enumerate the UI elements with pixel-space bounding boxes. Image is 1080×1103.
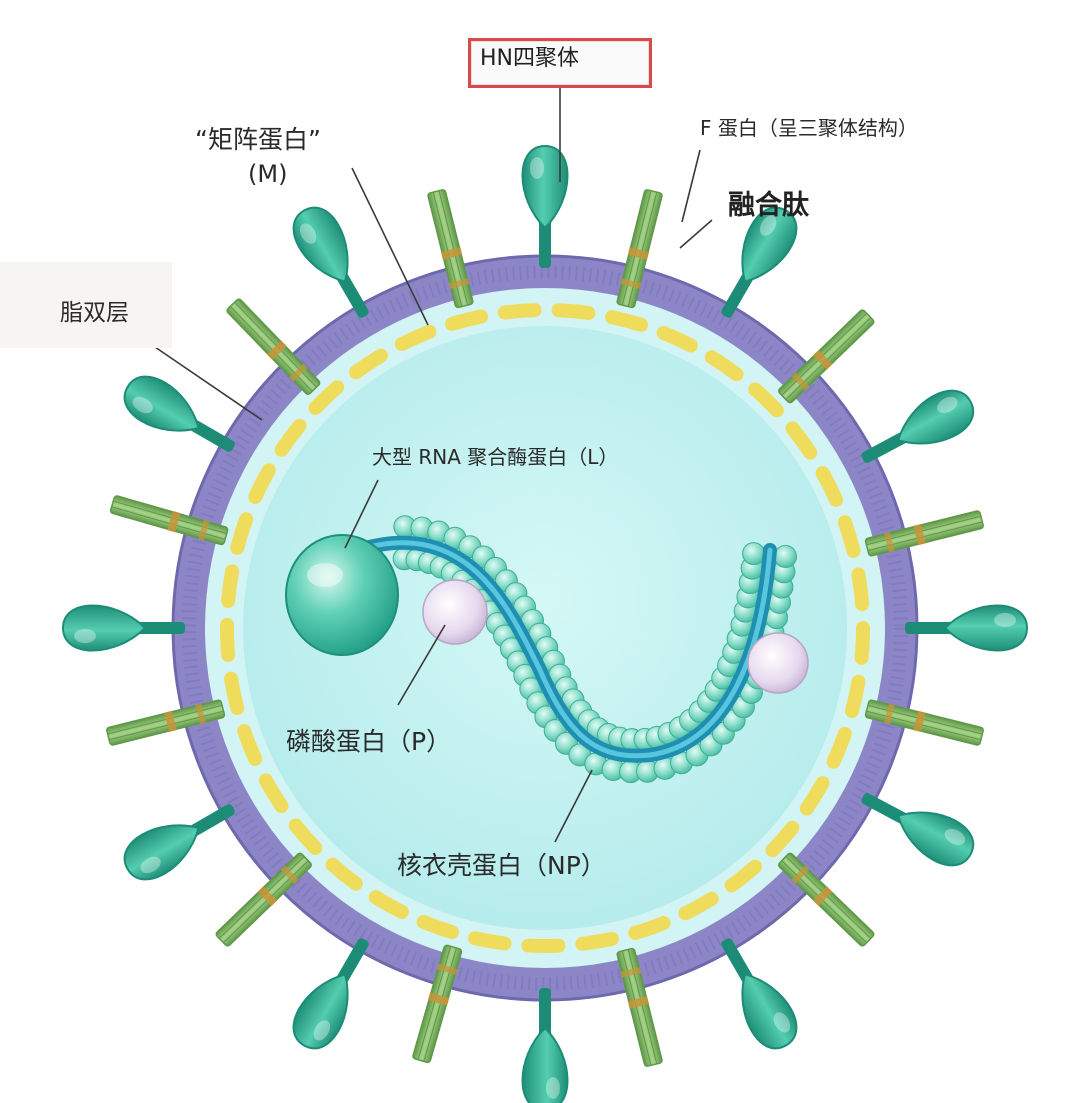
leader-fusion xyxy=(679,219,713,249)
f-spike-icon xyxy=(109,495,229,546)
hn-spike-icon xyxy=(292,938,369,1050)
f-protein-label: F 蛋白（呈三聚体结构） xyxy=(700,116,918,140)
f-spike-icon xyxy=(778,309,875,404)
hn-spike-icon xyxy=(521,144,569,268)
leader-p xyxy=(397,624,446,706)
nucleocapsid-bead xyxy=(773,544,797,568)
f-spike-icon xyxy=(616,947,663,1067)
leader-f xyxy=(681,149,701,223)
l-protein-label: 大型 RNA 聚合酶蛋白（L） xyxy=(372,445,619,469)
lipid-label-box xyxy=(0,262,172,348)
f-spike-icon xyxy=(226,298,321,395)
f-spike-icon xyxy=(106,699,226,746)
hn-spike-icon xyxy=(905,604,1029,652)
hn-spike-icon xyxy=(61,604,185,652)
fusion-peptide-label: 融合肽 xyxy=(728,190,809,221)
leader-matrix xyxy=(351,167,429,326)
hn-spike-icon xyxy=(123,375,235,452)
rna-strand-highlight xyxy=(362,540,773,759)
nucleocapsid xyxy=(358,515,797,784)
hn-spike-icon xyxy=(521,988,569,1103)
hn-spike-icon xyxy=(292,206,369,318)
hn-spike-icon xyxy=(861,793,974,867)
nucleocapsid-bead xyxy=(742,542,766,566)
f-spike-icon xyxy=(616,189,663,309)
hn-spike-icon xyxy=(123,804,235,881)
hn-spike-icon xyxy=(721,938,798,1050)
leader-lines xyxy=(151,88,713,843)
p-protein-icon xyxy=(422,579,809,694)
surface-spikes xyxy=(61,144,1029,1103)
np-protein-label: 核衣壳蛋白（NP） xyxy=(397,851,606,880)
f-spike-icon xyxy=(427,189,474,309)
hn-spike-icon xyxy=(861,389,974,463)
f-spike-icon xyxy=(778,852,875,947)
nucleocapsid-beads xyxy=(392,515,797,784)
f-spike-icon xyxy=(215,852,312,947)
hn-label-box xyxy=(468,38,652,88)
matrix-protein-abbrev: (M) xyxy=(248,160,288,188)
matrix-protein-label: “矩阵蛋白” xyxy=(195,125,321,154)
leader-np xyxy=(554,769,593,843)
leader-l xyxy=(344,479,379,549)
p-protein-label: 磷酸蛋白（P） xyxy=(286,727,452,756)
hn-tetramer-label: HN四聚体 xyxy=(480,46,580,71)
f-spike-icon xyxy=(864,510,984,557)
hn-spike-icon xyxy=(721,206,798,318)
matrix-protein-layer xyxy=(220,303,870,953)
f-spike-icon xyxy=(412,944,463,1064)
f-spike-icon xyxy=(864,699,984,746)
leader-lipid xyxy=(151,344,263,421)
membrane-texture xyxy=(182,265,908,991)
lipid-bilayer-label: 脂双层 xyxy=(60,300,129,326)
l-protein-icon xyxy=(285,534,399,656)
